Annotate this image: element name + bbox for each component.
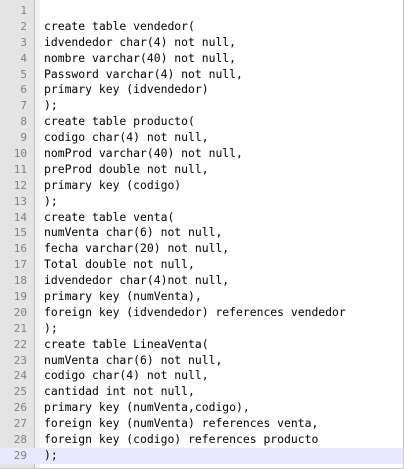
line-number: 3	[20, 35, 27, 49]
code-line[interactable]: 4 nombre varchar(40) not null,	[0, 50, 403, 67]
line-number: 5	[20, 67, 27, 81]
code-line[interactable]: 18 idvendedor char(4)not null,	[0, 273, 403, 289]
code-line[interactable]: 28 foreign key (codigo) references produc…	[0, 432, 403, 448]
line-number: 19	[13, 290, 27, 304]
code-text[interactable]: primary key (numVenta),	[44, 289, 202, 304]
line-number: 1	[20, 4, 27, 17]
line-number: 18	[13, 274, 27, 288]
code-text[interactable]: );	[44, 98, 58, 113]
code-text[interactable]: codigo char(4) not null,	[44, 368, 209, 383]
code-text[interactable]: foreign key (numVenta) references venta,	[44, 416, 319, 431]
code-line[interactable]: 24 codigo char(4) not null,	[0, 368, 403, 384]
line-number-gutter	[0, 0, 35, 468]
code-text[interactable]: idvendedor char(4)not null,	[44, 273, 230, 288]
code-text[interactable]: codigo char(4) not null,	[44, 130, 209, 145]
code-text[interactable]: Total double not null,	[44, 257, 195, 272]
line-number: 17	[13, 258, 27, 272]
code-text[interactable]: create table producto(	[44, 114, 195, 129]
code-text[interactable]: );	[44, 447, 58, 462]
code-line[interactable]: 1	[0, 3, 403, 19]
line-number: 9	[20, 131, 27, 145]
code-line[interactable]: 19 primary key (numVenta),	[0, 289, 403, 305]
line-number: 23	[13, 353, 27, 367]
code-line[interactable]: 27 foreign key (numVenta) references vent…	[0, 416, 403, 432]
code-line[interactable]: 6 primary key (idvendedor)	[0, 82, 403, 98]
code-line[interactable]: 7);	[0, 98, 403, 114]
line-number: 13	[13, 194, 27, 208]
code-text[interactable]: idvendedor char(4) not null,	[44, 34, 237, 49]
line-number: 11	[13, 162, 27, 176]
code-line[interactable]: 3 idvendedor char(4) not null,	[0, 34, 403, 51]
code-line[interactable]: 8 create table producto(	[0, 114, 403, 130]
line-number: 20	[13, 305, 27, 319]
line-number: 7	[20, 99, 27, 113]
code-text[interactable]: numVenta char(6) not null,	[44, 352, 223, 367]
code-text[interactable]: numVenta char(6) not null,	[44, 225, 223, 240]
code-line[interactable]: 23 numVenta char(6) not null,	[0, 352, 403, 369]
code-line[interactable]: 16 fecha varchar(20) not null,	[0, 241, 403, 257]
code-text[interactable]: foreign key (idvendedor) references vend…	[44, 304, 346, 319]
code-text[interactable]: primary key (codigo)	[44, 177, 182, 192]
line-number: 2	[20, 19, 27, 33]
code-line[interactable]: 29);	[0, 447, 403, 464]
line-number: 14	[13, 210, 27, 224]
line-number: 28	[13, 433, 27, 447]
code-text[interactable]: primary key (idvendedor)	[44, 82, 209, 97]
code-text[interactable]: create table venta(	[44, 209, 175, 224]
code-line[interactable]: 22 create table LineaVenta(	[0, 336, 403, 353]
line-number: 4	[20, 51, 27, 65]
code-line[interactable]: 15 numVenta char(6) not null,	[0, 225, 403, 241]
line-number: 10	[13, 147, 27, 161]
code-line[interactable]: 26 primary key (numVenta,codigo),	[0, 400, 403, 416]
line-number: 8	[20, 115, 27, 129]
fold-margin	[35, 0, 40, 468]
code-line[interactable]: 5 Password varchar(4) not null,	[0, 66, 403, 83]
line-number: 15	[13, 226, 27, 240]
code-text[interactable]: foreign key (codigo) references producto	[44, 432, 319, 447]
code-line[interactable]: 21);	[0, 320, 403, 337]
line-number: 27	[13, 417, 27, 431]
code-line[interactable]: 20 foreign key (idvendedor) references ve…	[0, 304, 403, 321]
code-text[interactable]: cantidad int not null,	[44, 384, 195, 399]
line-number: 22	[13, 337, 27, 351]
line-number: 16	[13, 242, 27, 256]
code-text[interactable]: nomProd varchar(40) not null,	[44, 146, 243, 161]
code-text[interactable]: );	[44, 320, 58, 335]
code-text[interactable]: primary key (numVenta,codigo),	[44, 400, 250, 415]
line-number: 6	[20, 83, 27, 97]
code-line[interactable]: 12 primary key (codigo)	[0, 177, 403, 194]
code-text[interactable]: Password varchar(4) not null,	[44, 66, 243, 81]
code-line[interactable]: 10 nomProd varchar(40) not null,	[0, 146, 403, 162]
code-text[interactable]: create table vendedor(	[44, 18, 195, 33]
line-number: 21	[13, 321, 27, 335]
line-number: 25	[13, 385, 27, 399]
code-line[interactable]: 11 preProd double not null,	[0, 161, 403, 178]
code-text[interactable]: nombre varchar(40) not null,	[44, 50, 237, 65]
code-text[interactable]: );	[44, 193, 58, 208]
line-number: 12	[13, 178, 27, 192]
code-line[interactable]: 14 create table venta(	[0, 209, 403, 226]
code-line[interactable]: 25 cantidad int not null,	[0, 384, 403, 400]
code-line[interactable]: 9 codigo char(4) not null,	[0, 130, 403, 146]
line-number: 26	[13, 401, 27, 415]
code-text[interactable]: fecha varchar(20) not null,	[44, 241, 230, 256]
line-number: 24	[13, 369, 27, 383]
code-line[interactable]: 2 create table vendedor(	[0, 18, 403, 35]
code-line[interactable]: 17 Total double not null,	[0, 257, 403, 273]
code-text[interactable]: preProd double not null,	[44, 161, 209, 176]
line-number: 29	[13, 448, 27, 462]
code-line[interactable]: 13);	[0, 193, 403, 210]
code-text[interactable]: create table LineaVenta(	[44, 336, 209, 351]
